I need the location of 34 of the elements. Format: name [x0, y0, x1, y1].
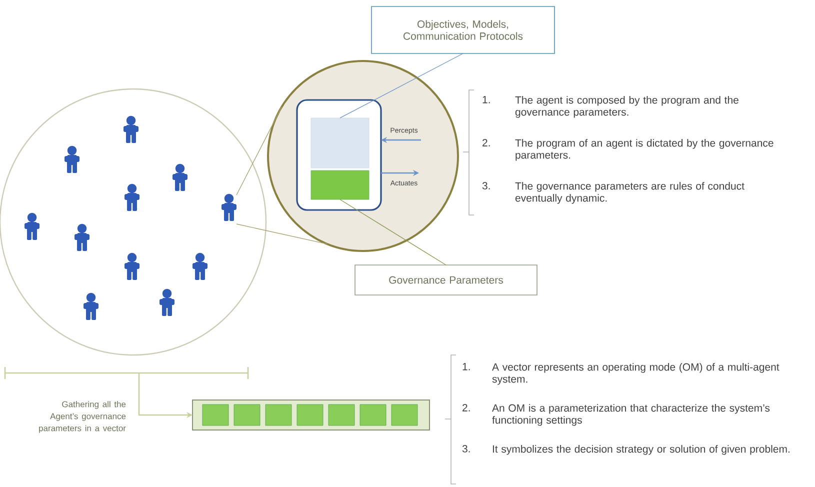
person-figure	[84, 292, 98, 320]
list-item: The agent is composed by the program and the governance parameters.	[515, 96, 738, 118]
person-figure	[64, 146, 80, 173]
list-item: A vector represents an operating mode (OM) of a multi-agent system.	[492, 363, 780, 385]
list-number: 1.	[462, 363, 470, 370]
person-figure	[222, 194, 236, 221]
list-item: The program of an agent is dictated by the governance parameters.	[515, 139, 774, 161]
list-number: 2.	[462, 404, 470, 412]
list-number: 3.	[482, 182, 490, 190]
vector-bar	[192, 400, 430, 430]
caption-text: Gathering all the Agent’s governance parameters in a vector	[39, 400, 126, 433]
person-figure	[24, 212, 40, 240]
callout-box: Objectives, Models, Communication Protocols	[371, 6, 555, 54]
block	[310, 118, 370, 168]
callout-box: Governance Parameters	[354, 264, 538, 296]
list-number: 2.	[482, 139, 490, 146]
leader-line	[340, 199, 446, 266]
zoom-line	[236, 224, 328, 244]
person-figure	[160, 288, 174, 316]
list-item: The governance parameters are rules of conduct eventually dynamic.	[515, 182, 744, 204]
block	[310, 170, 370, 200]
person-figure	[192, 252, 208, 280]
zoom-line	[236, 106, 282, 196]
leader-line	[340, 53, 464, 118]
person-figure	[124, 116, 138, 143]
circle-outline	[0, 88, 267, 356]
person-figure	[124, 184, 140, 211]
list-item: An OM is a parameterization that characterize the system’s functioning settings	[492, 404, 770, 426]
person-figure	[172, 164, 188, 191]
list-item: It symbolizes the decision strategy or solution of given problem.	[492, 445, 790, 455]
list-number: 3.	[462, 445, 470, 452]
list-number: 1.	[482, 96, 490, 104]
person-figure	[74, 224, 90, 251]
person-figure	[124, 252, 140, 280]
